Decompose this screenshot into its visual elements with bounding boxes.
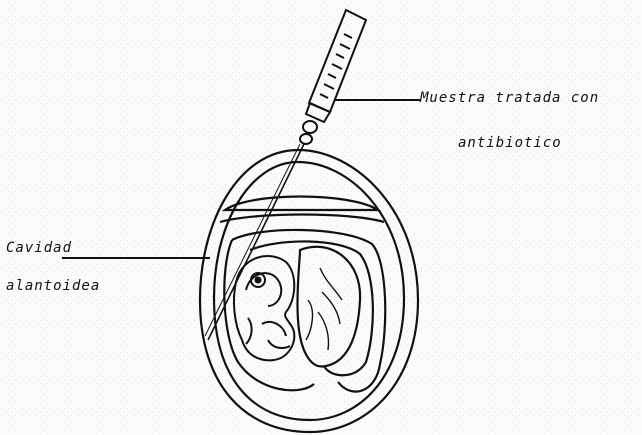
- label-sample-treated: Muestra tratada con: [420, 90, 599, 106]
- label-sample-antibiotic: antibiotico: [458, 135, 562, 151]
- label-cavity: Cavidad: [6, 240, 72, 256]
- label-allantoic: alantoidea: [6, 278, 100, 294]
